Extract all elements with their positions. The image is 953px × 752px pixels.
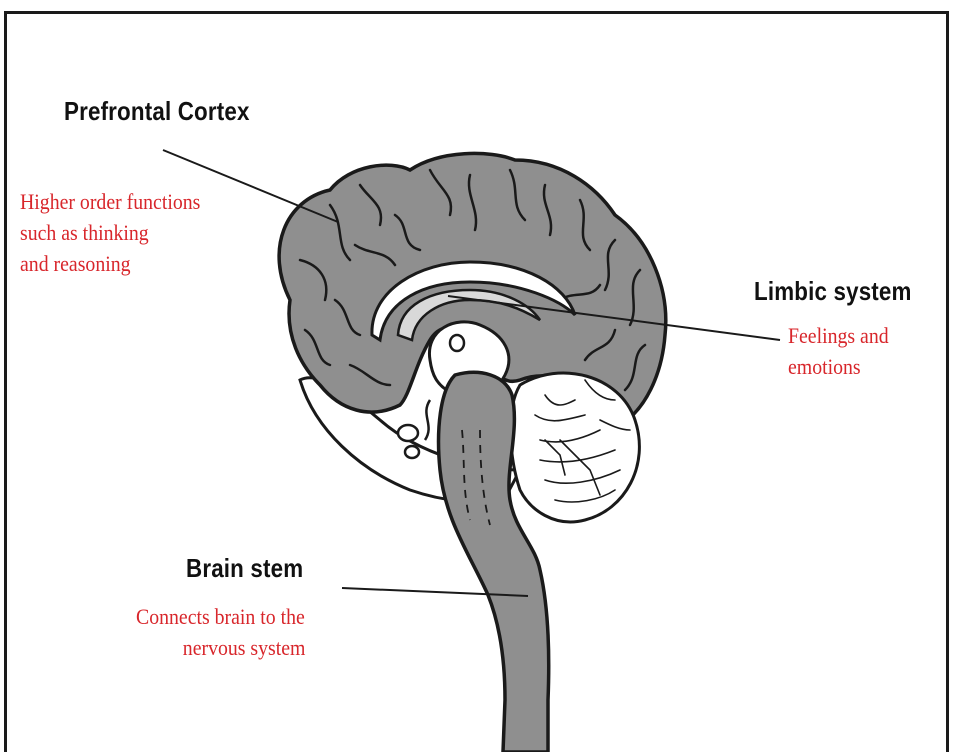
limbic-system-description: Feelings and emotions <box>788 320 889 382</box>
limbic-desc-line: Feelings and <box>788 320 889 351</box>
prefrontal-desc-line: and reasoning <box>20 248 200 279</box>
brain-stem-description: Connects brain to the nervous system <box>136 601 305 663</box>
prefrontal-cortex-title: Prefrontal Cortex <box>64 96 250 127</box>
thalamus-dot <box>450 335 464 351</box>
prefrontal-desc-line: such as thinking <box>20 217 200 248</box>
prefrontal-desc-line: Higher order functions <box>20 186 200 217</box>
brainstem-desc-line: nervous system <box>183 632 352 663</box>
prefrontal-cortex-description: Higher order functions such as thinking … <box>20 186 200 279</box>
limbic-desc-line: emotions <box>788 351 889 382</box>
limbic-system-title: Limbic system <box>754 276 912 307</box>
brain-stem-title: Brain stem <box>186 553 303 584</box>
brainstem-desc-line: Connects brain to the <box>136 601 305 632</box>
cerebellum <box>511 373 640 522</box>
